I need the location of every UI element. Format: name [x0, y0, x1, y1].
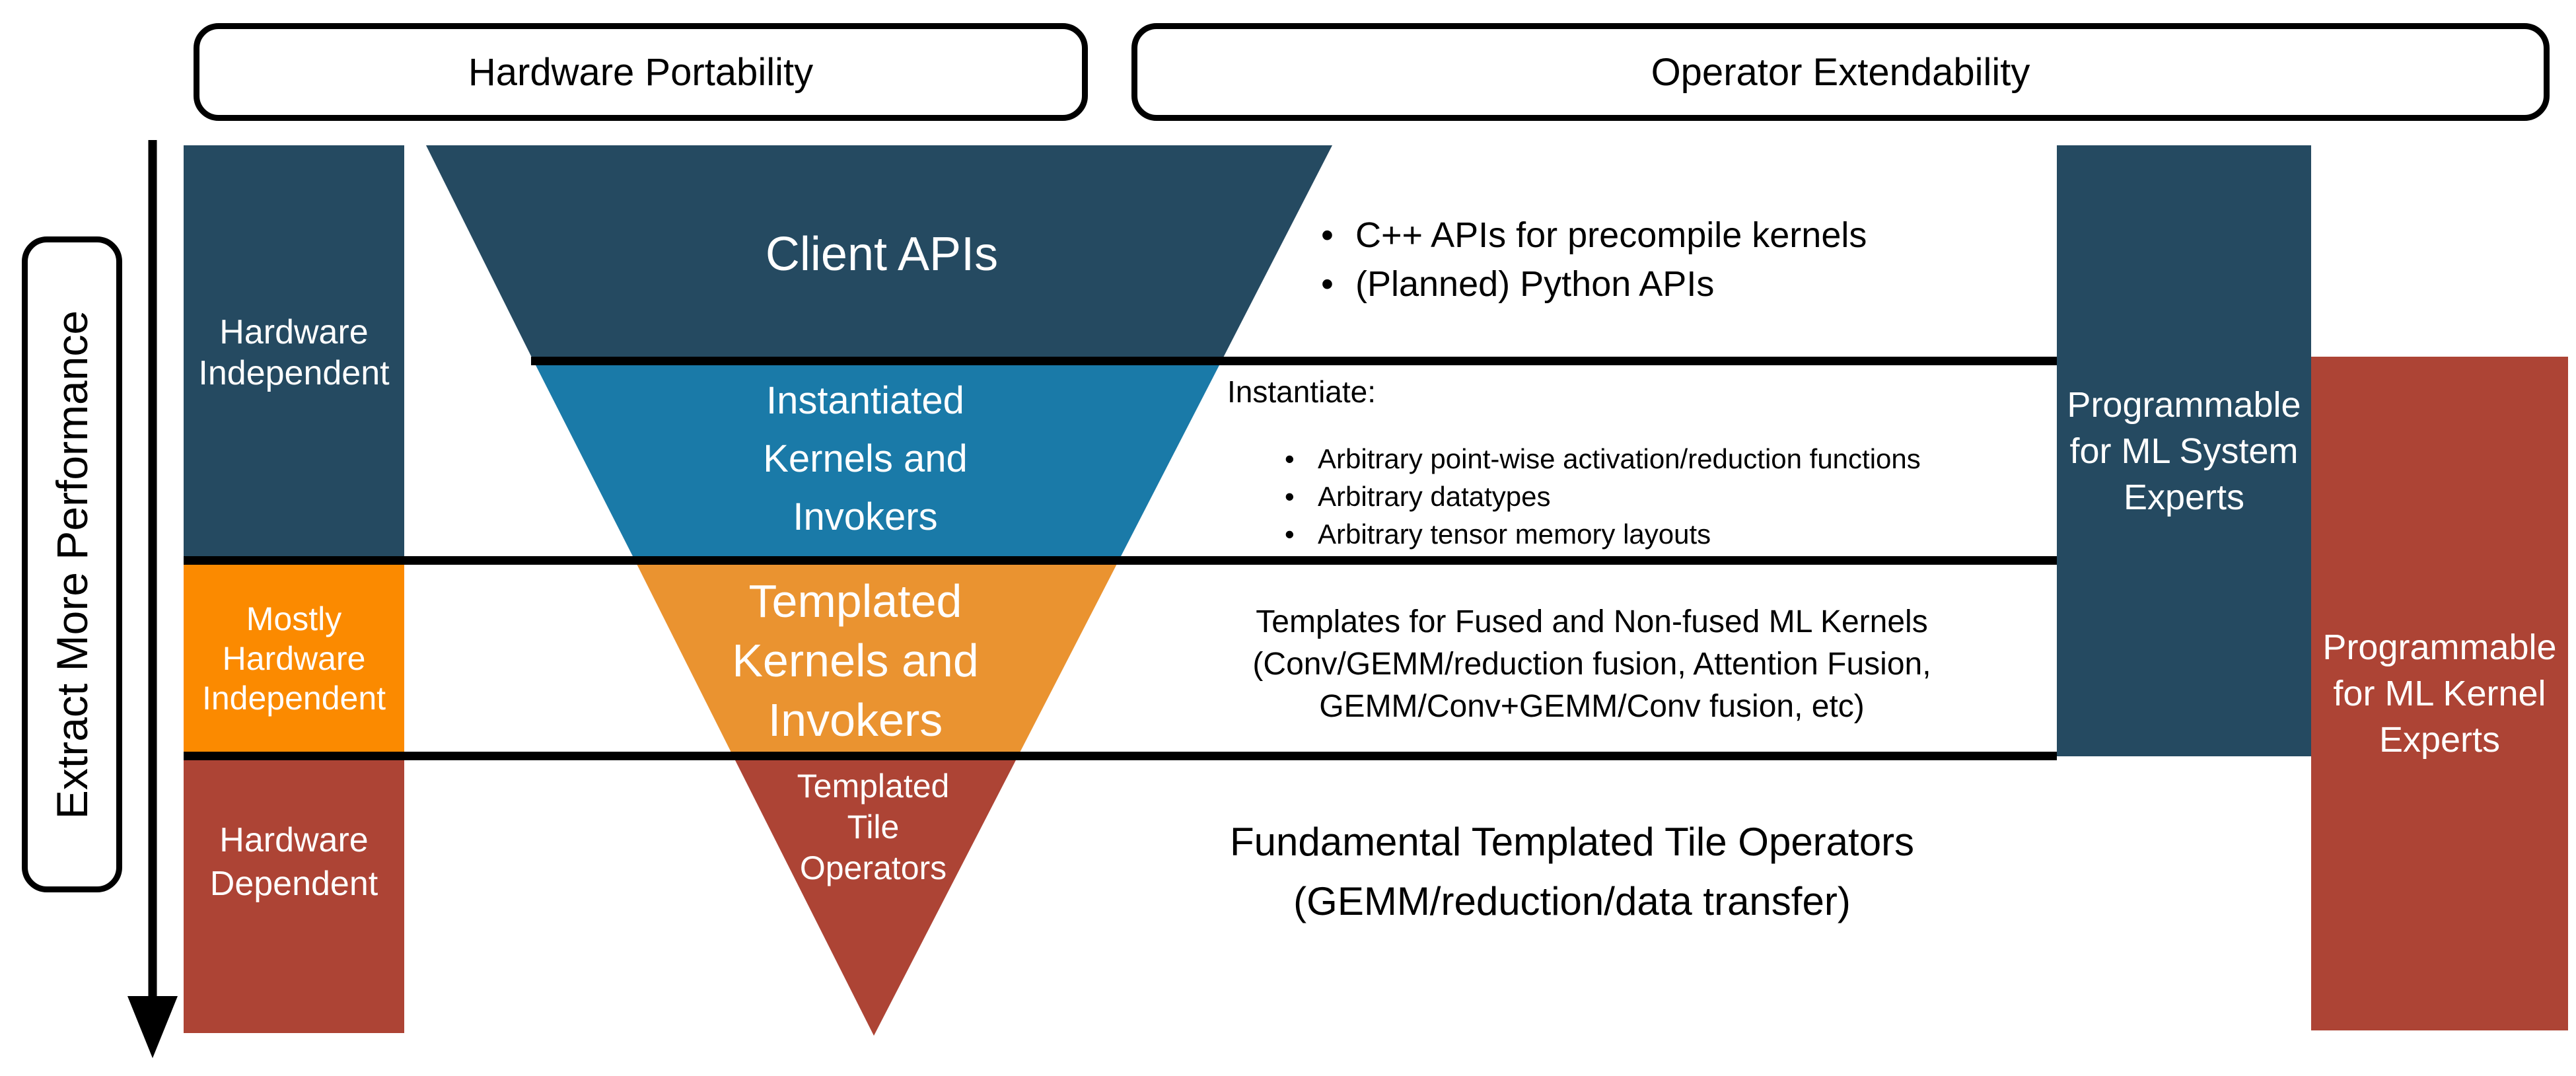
funnel-label-client-apis: Client APIs [765, 228, 999, 281]
funnel-layer-tile-operators-shape [733, 756, 1018, 1036]
separator-line-1 [531, 357, 2057, 365]
performance-arrow-head [127, 996, 178, 1058]
list-item: (Planned) Python APIs [1321, 260, 1867, 308]
list-item: Arbitrary datatypes [1285, 478, 1921, 515]
list-item: Arbitrary point-wise activation/reductio… [1285, 440, 1921, 478]
fundamental-operators-annotation: Fundamental Templated Tile Operators (GE… [1229, 820, 1915, 923]
hardware-portability-label: Hardware Portability [468, 50, 814, 94]
programmable-ml-system-box: Programmable for ML System Experts [2057, 145, 2311, 756]
funnel-layer-client-apis-shape [426, 145, 1332, 361]
extract-more-performance-label: Extract More Performance [48, 310, 96, 819]
hardware-independent-box: Hardware Independent [184, 145, 404, 560]
instantiate-title: Instantiate: [1227, 375, 1377, 409]
funnel-label-tile-operators: Templated Tile Operators [797, 768, 950, 886]
hardware-portability-box: Hardware Portability [194, 23, 1088, 121]
operator-extendability-label: Operator Extendability [1651, 50, 2030, 94]
list-item: C++ APIs for precompile kernels [1321, 211, 1867, 260]
mostly-hardware-independent-box: Mostly Hardware Independent [184, 560, 404, 756]
separator-line-2 [184, 556, 2057, 565]
list-item: Arbitrary tensor memory layouts [1285, 515, 1921, 553]
funnel-layer-instantiated-shape [534, 361, 1221, 560]
extract-more-performance-box: Extract More Performance [22, 236, 122, 892]
client-api-bullet-list: C++ APIs for precompile kernels (Planned… [1321, 211, 1867, 308]
programmable-ml-system-label: Programmable for ML System Experts [2067, 384, 2301, 517]
mostly-hardware-independent-label: Mostly Hardware Independent [201, 600, 386, 717]
programmable-ml-kernel-box: Programmable for ML Kernel Experts [2311, 357, 2568, 1030]
templates-annotation: Templates for Fused and Non-fused ML Ker… [1252, 604, 1931, 724]
hardware-dependent-label: Hardware Dependent [209, 820, 378, 903]
hardware-dependent-box: Hardware Dependent [184, 756, 404, 1033]
funnel-label-instantiated: Instantiated Kernels and Invokers [763, 379, 968, 538]
operator-extendability-box: Operator Extendability [1131, 23, 2550, 121]
programmable-ml-kernel-label: Programmable for ML Kernel Experts [2322, 628, 2557, 760]
separator-line-3 [184, 752, 2057, 760]
hardware-independent-label: Hardware Independent [198, 313, 390, 392]
funnel-label-templated: Templated Kernels and Invokers [732, 575, 979, 746]
funnel-layer-templated-shape [635, 560, 1119, 756]
instantiate-bullet-list: Arbitrary point-wise activation/reductio… [1285, 440, 1921, 553]
